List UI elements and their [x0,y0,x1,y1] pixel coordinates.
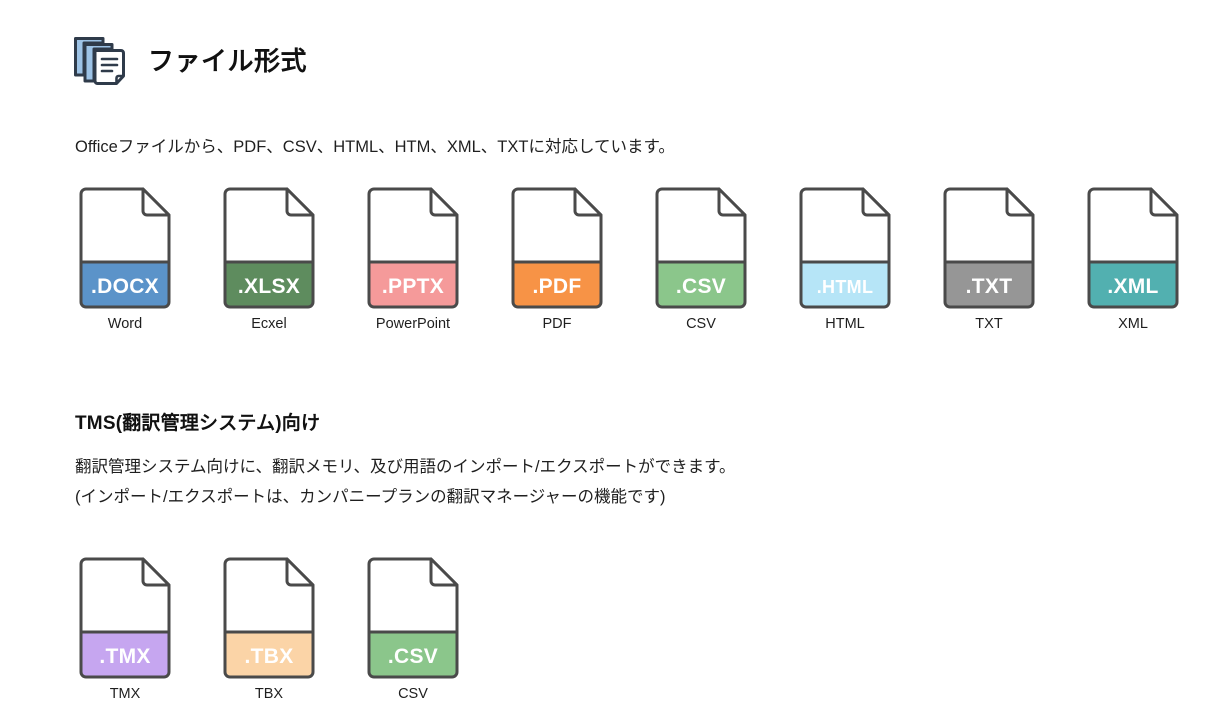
file-format-caption: PDF [542,316,572,332]
file-icon-pdf: .PDF [511,187,603,309]
file-format-caption: PowerPoint [375,316,451,332]
file-format-card-xml[interactable]: .XML XML [1086,186,1180,333]
file-extension-label: .TXT [966,275,1013,298]
tms-paragraph-line1: 翻訳管理システム向けに、翻訳メモリ、及び用語のインポート/エクスポートができます… [75,458,736,476]
tms-section-heading: TMS(翻訳管理システム)向け [75,412,321,434]
file-format-caption: TXT [975,316,1003,332]
file-extension-label: .CSV [676,275,726,298]
file-extension-label: .XLSX [238,275,300,298]
file-format-card-word[interactable]: .DOCX Word [78,186,172,333]
file-extension-label: .XML [1107,275,1158,298]
file-format-card-txt[interactable]: .TXT TXT [942,186,1036,333]
file-extension-label: .DOCX [91,275,159,298]
file-icon-csv: .CSV [367,557,459,679]
file-format-card-tmx[interactable]: .TMX TMX [78,556,172,703]
file-format-caption: TBX [254,686,284,702]
file-icon-tmx: .TMX [79,557,171,679]
file-format-caption: CSV [686,316,716,332]
file-format-caption: CSV [398,686,428,702]
file-format-card-tbx[interactable]: .TBX TBX [222,556,316,703]
file-format-caption: HTML [825,316,865,332]
tms-paragraph: 翻訳管理システム向けに、翻訳メモリ、及び用語のインポート/エクスポートができます… [75,452,735,512]
page-title: ファイル形式 [148,46,308,76]
file-format-caption: XML [1118,316,1148,332]
file-extension-label: .PPTX [382,275,444,298]
file-format-caption: Ecxel [251,316,287,332]
file-icon-pptx: .PPTX [367,187,459,309]
office-formats-row: .DOCX Word .XLSX Ecxel .PPTX PowerPoint .PDF PD… [78,186,1180,333]
stacked-documents-icon [72,35,132,87]
file-icon-csv: .CSV [655,187,747,309]
file-format-card-pdf[interactable]: .PDF PDF [510,186,604,333]
file-format-card-csv[interactable]: .CSV CSV [654,186,748,333]
file-format-card-ecxel[interactable]: .XLSX Ecxel [222,186,316,333]
section-header: ファイル形式 [72,32,307,90]
file-format-caption: Word [107,316,143,332]
intro-paragraph: Officeファイルから、PDF、CSV、HTML、HTM、XML、TXTに対応… [75,137,675,156]
file-extension-label: .HTML [817,277,873,297]
file-icon-xlsx: .XLSX [223,187,315,309]
tms-formats-row: .TMX TMX .TBX TBX .CSV CSV [78,556,460,703]
file-format-card-csv[interactable]: .CSV CSV [366,556,460,703]
file-format-card-powerpoint[interactable]: .PPTX PowerPoint [366,186,460,333]
file-icon-docx: .DOCX [79,187,171,309]
file-extension-label: .CSV [388,645,438,668]
tms-paragraph-line2: (インポート/エクスポートは、カンパニープランの翻訳マネージャーの機能です) [75,488,666,506]
file-format-caption: TMX [109,686,141,702]
file-extension-label: .PDF [532,275,581,298]
file-icon-txt: .TXT [943,187,1035,309]
file-format-card-html[interactable]: .HTML HTML [798,186,892,333]
file-icon-tbx: .TBX [223,557,315,679]
file-extension-label: .TBX [244,645,293,668]
file-icon-html: .HTML [799,187,891,309]
file-icon-xml: .XML [1087,187,1179,309]
file-extension-label: .TMX [99,645,150,668]
